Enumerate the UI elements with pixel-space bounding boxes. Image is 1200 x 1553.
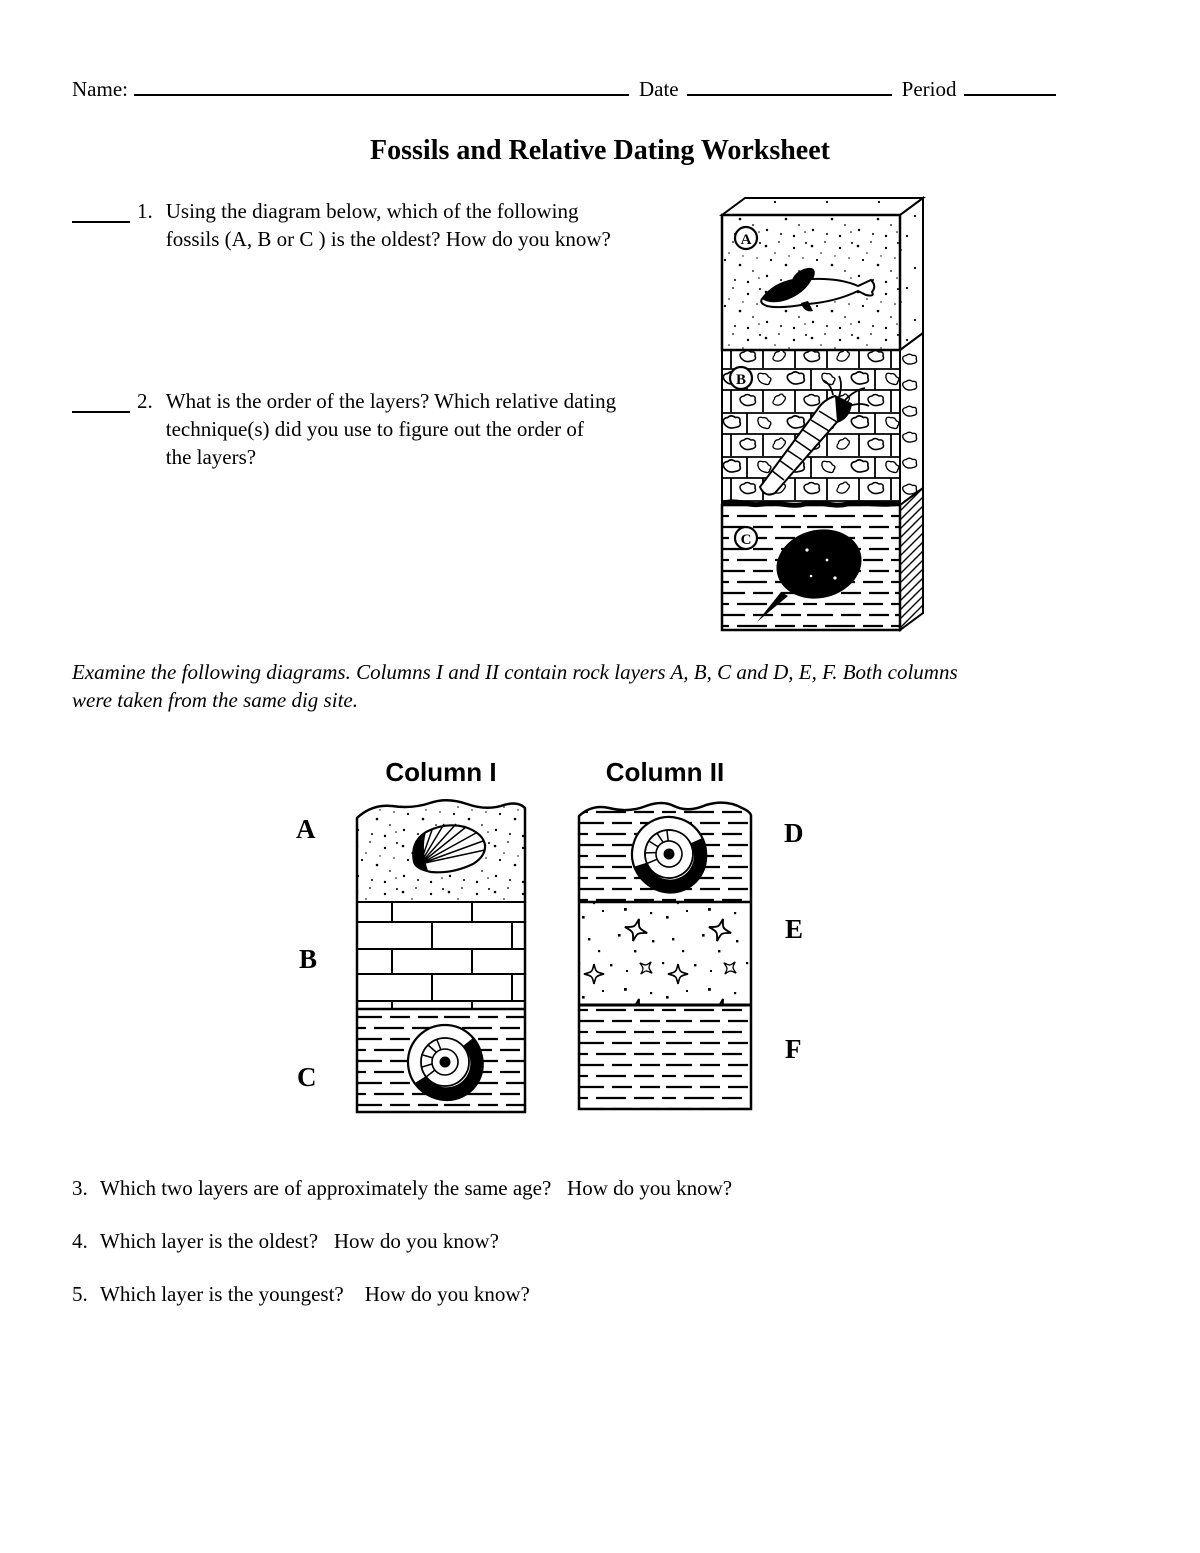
question-3-number: 3. — [72, 1176, 88, 1200]
rock-block-diagram: A B C — [718, 196, 927, 632]
question-1-answer-line[interactable] — [72, 197, 130, 223]
clam-shell-fossil-icon — [412, 823, 487, 874]
instructions-note: Examine the following diagrams. Columns … — [72, 660, 958, 712]
layer-c-letter: C — [741, 532, 752, 548]
column-2-diagram — [577, 801, 753, 1111]
horseshoe-crab-fossil-icon — [757, 529, 862, 622]
question-5-number: 5. — [72, 1282, 88, 1306]
column-1-diagram — [355, 799, 527, 1114]
label-layer-b: B — [299, 944, 318, 974]
label-layer-e: E — [785, 914, 804, 944]
page-title: Fossils and Relative Dating Worksheet — [370, 135, 830, 166]
label-layer-f: F — [785, 1034, 802, 1064]
block-side-face-a — [899, 196, 924, 352]
label-layer-a: A — [296, 814, 316, 844]
question-4-number: 4. — [72, 1229, 88, 1253]
question-2: 2. What is the order of the layers? Whic… — [72, 387, 616, 471]
question-2-answer-line[interactable] — [72, 387, 130, 413]
layer-b-badge: B — [728, 365, 754, 391]
crinoid-fossil-icon — [758, 375, 870, 496]
column-2-outline — [577, 801, 753, 1111]
layer-c-badge: C — [733, 525, 759, 551]
name-label: Name: — [72, 77, 128, 102]
header-row: Name: Date Period — [72, 72, 1057, 102]
block-side-face-b — [899, 331, 924, 507]
layer-a-letter: A — [741, 232, 752, 248]
question-4-text: Which layer is the oldest? How do you kn… — [100, 1229, 499, 1253]
fish-fossil-icon — [760, 267, 876, 312]
layer-a-badge: A — [733, 225, 759, 251]
block-top-face — [718, 197, 927, 216]
question-1-number: 1. — [137, 199, 153, 223]
period-label: Period — [901, 77, 957, 102]
column-1-outline — [355, 799, 527, 1114]
ammonite-fossil-icon — [406, 1023, 485, 1103]
question-4: 4. Which layer is the oldest? How do you… — [72, 1227, 499, 1255]
column-2-layer-e — [579, 902, 751, 1005]
column-1-heading: Column I — [385, 757, 497, 787]
date-input-line[interactable] — [686, 72, 892, 97]
question-3-text: Which two layers are of approximately th… — [100, 1176, 733, 1200]
question-1: 1. Using the diagram below, which of the… — [72, 197, 611, 253]
column-1-layer-b — [357, 902, 525, 1009]
label-layer-d: D — [784, 818, 804, 848]
question-5-text: Which layer is the youngest? How do you … — [100, 1282, 530, 1306]
label-layer-c: C — [297, 1062, 317, 1092]
block-side-face-c — [899, 486, 924, 632]
column-2-layer-f — [579, 1005, 751, 1109]
layer-b-letter: B — [736, 372, 746, 388]
question-3: 3. Which two layers are of approximately… — [72, 1174, 732, 1202]
period-input-line[interactable] — [964, 72, 1057, 97]
question-5: 5. Which layer is the youngest? How do y… — [72, 1280, 530, 1308]
name-input-line[interactable] — [133, 72, 629, 97]
layer-b-c-boundary — [720, 499, 901, 508]
date-label: Date — [638, 77, 679, 102]
question-2-text: What is the order of the layers? Which r… — [165, 389, 617, 469]
column-2-heading: Column II — [605, 757, 725, 787]
question-2-number: 2. — [137, 389, 153, 413]
question-1-text: Using the diagram below, which of the fo… — [165, 199, 611, 251]
